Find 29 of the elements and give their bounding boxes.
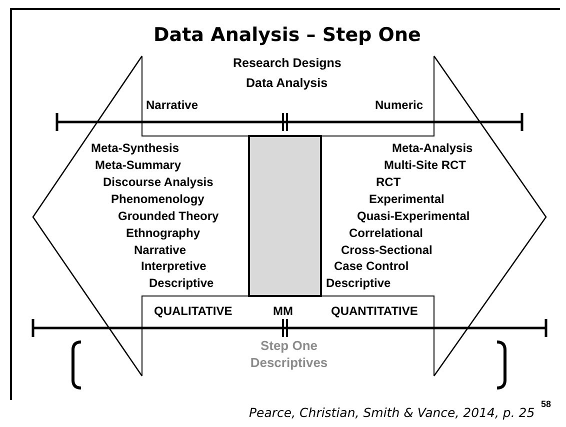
- axis-end-label: Numeric: [375, 98, 424, 112]
- design-label: Case Control: [334, 259, 409, 273]
- design-label: Discourse Analysis: [103, 175, 214, 189]
- design-label: Grounded Theory: [118, 209, 219, 223]
- design-label: Correlational: [349, 226, 424, 240]
- design-label: Multi-Site RCT: [384, 158, 466, 172]
- design-label: Meta-Synthesis: [91, 141, 180, 155]
- design-label: Meta-Analysis: [392, 141, 473, 155]
- design-label: Interpretive: [141, 259, 206, 273]
- design-label: Ethnography: [126, 226, 200, 240]
- axis-section-label: QUALITATIVE: [154, 304, 232, 318]
- slide-number: 58: [541, 399, 552, 409]
- citation-text: Pearce, Christian, Smith & Vance, 2014, p. 25: [249, 406, 535, 420]
- design-label: Descriptive: [149, 276, 214, 290]
- axis-section-label: QUANTITATIVE: [331, 304, 418, 318]
- design-label: Phenomenology: [111, 192, 204, 206]
- axis-section-label: MM: [273, 304, 293, 318]
- faded-note: Step One Descriptives: [249, 337, 329, 371]
- heading-text: Research Designs: [233, 56, 342, 70]
- axis-end-label: Narrative: [146, 98, 198, 112]
- design-label: Quasi-Experimental: [357, 209, 470, 223]
- design-label: Cross-Sectional: [341, 243, 432, 257]
- design-label: Narrative: [134, 243, 186, 257]
- heading-text: Data Analysis: [246, 76, 328, 90]
- design-label: Experimental: [369, 192, 444, 206]
- design-label: Descriptive: [326, 276, 391, 290]
- design-label: Meta-Summary: [95, 158, 182, 172]
- slide-title: Data Analysis – Step One: [154, 24, 421, 46]
- design-label: RCT: [376, 175, 401, 189]
